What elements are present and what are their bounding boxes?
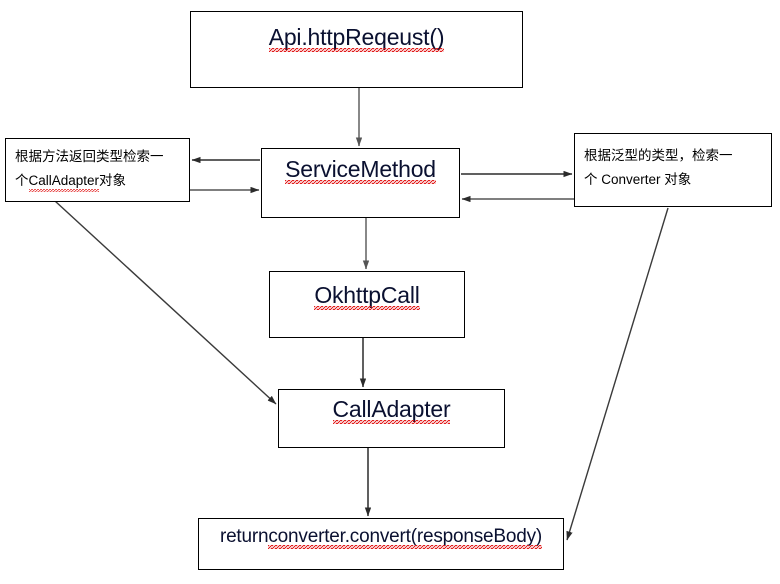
node-service-method[interactable]: ServiceMethod xyxy=(261,148,460,218)
node-service-method-label: ServiceMethod xyxy=(285,156,436,184)
note-converter-line1: 根据泛型的类型，检索一 xyxy=(584,148,733,163)
return-expression: converter.convert(responseBody) xyxy=(268,526,543,549)
node-return-label: return converter.convert(responseBody) xyxy=(219,526,543,549)
note-calladapter-line2-suffix: 对象 xyxy=(99,173,127,188)
note-calladapter-lookup[interactable]: 根据方法返回类型检索一 个 CallAdapter 对象 xyxy=(5,138,190,202)
node-call-adapter[interactable]: CallAdapter xyxy=(278,389,505,448)
node-api-httprequest-label: Api.httpReqeust() xyxy=(268,24,445,52)
note-calladapter-line2-prefix: 个 xyxy=(15,173,29,188)
node-okhttp-call[interactable]: OkhttpCall xyxy=(269,271,465,338)
node-return-converter-convert[interactable]: return converter.convert(responseBody) xyxy=(198,518,564,570)
node-call-adapter-label: CallAdapter xyxy=(332,396,451,424)
edge-note-calladapter-to-calladapter xyxy=(54,200,277,405)
node-api-httprequest[interactable]: Api.httpReqeust() xyxy=(190,11,523,88)
note-calladapter-line2: 个 CallAdapter 对象 xyxy=(15,169,181,193)
note-converter-lookup[interactable]: 根据泛型的类型，检索一 个 Converter 对象 xyxy=(574,133,772,207)
note-calladapter-line1: 根据方法返回类型检索一 xyxy=(15,149,164,164)
edge-note-converter-to-return xyxy=(566,207,669,541)
note-calladapter-term: CallAdapter xyxy=(28,169,99,193)
node-okhttp-call-label: OkhttpCall xyxy=(314,282,421,310)
note-converter-line2: 个 Converter 对象 xyxy=(584,172,692,187)
return-keyword: return xyxy=(219,526,269,547)
